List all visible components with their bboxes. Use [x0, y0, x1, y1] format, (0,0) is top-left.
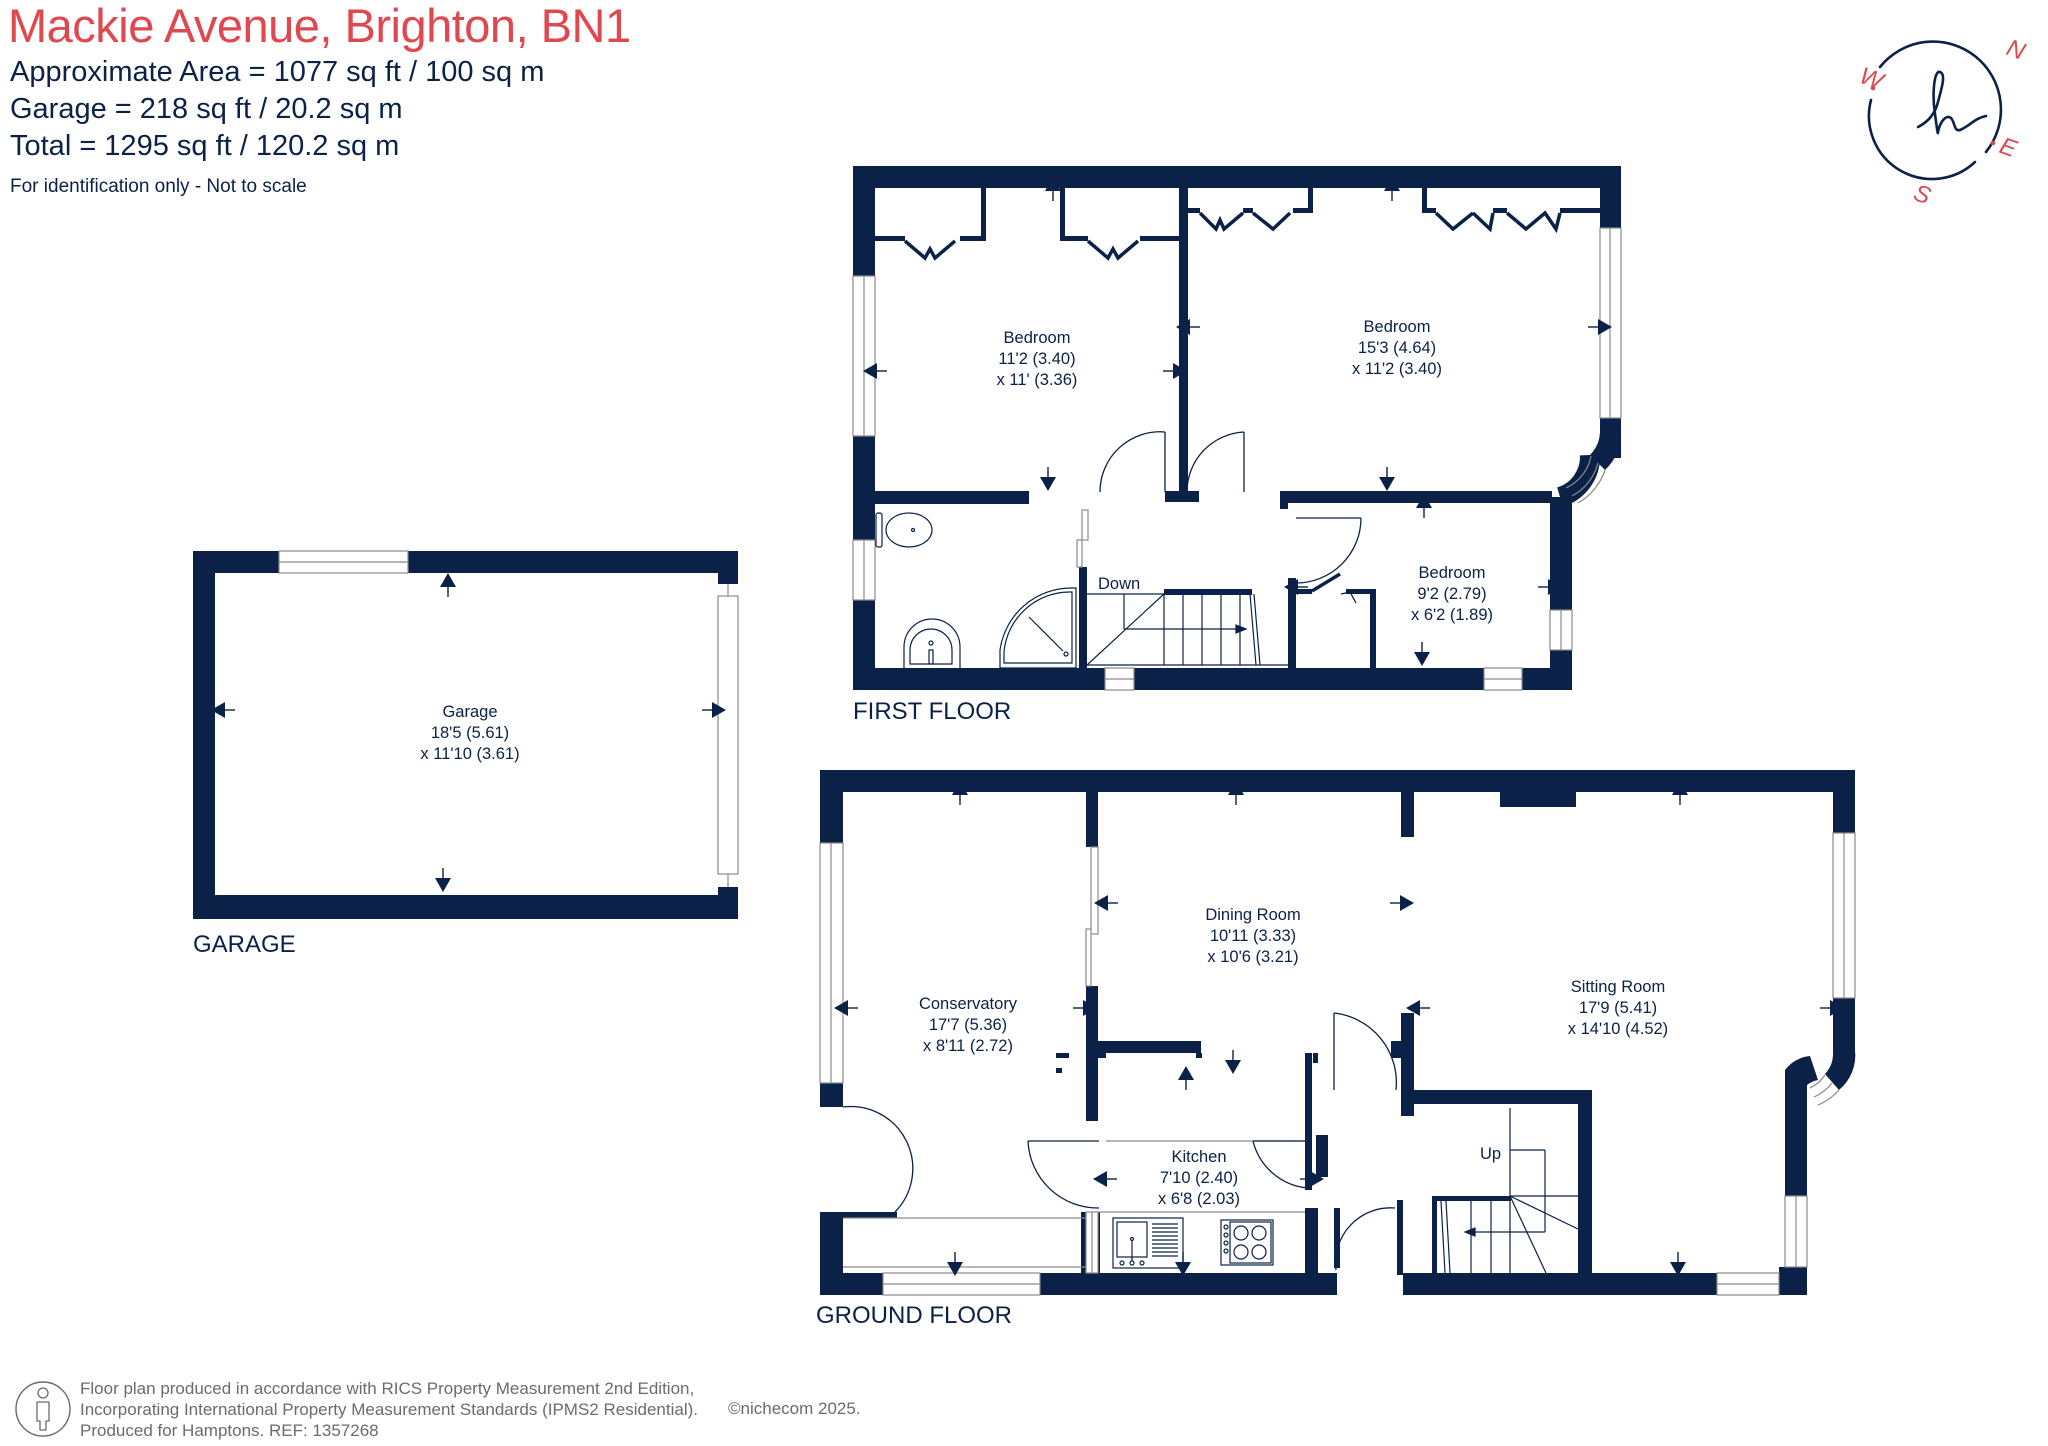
bedroom-2-name: Bedroom: [1364, 318, 1431, 336]
footer-line-2: Incorporating International Property Mea…: [80, 1400, 698, 1419]
kitchen-fixtures: [1112, 1217, 1274, 1269]
kitchen-name: Kitchen: [1171, 1148, 1226, 1166]
ground-floor-bay-window: [1785, 1038, 1856, 1106]
bedroom-2-dim2: x 11'2 (3.40): [1352, 360, 1442, 378]
dining-room-name: Dining Room: [1205, 906, 1300, 924]
bedroom-2-dim1: 15'3 (4.64): [1358, 339, 1436, 357]
dining-room-dim1: 10'11 (3.33): [1210, 927, 1296, 945]
first-floor-label: FIRST FLOOR: [853, 698, 1011, 725]
footer-copyright: ©nichecom 2025.: [728, 1399, 861, 1418]
sitting-room-name: Sitting Room: [1571, 978, 1665, 996]
bedroom-3-dim2: x 6'2 (1.89): [1411, 606, 1493, 624]
first-floor-plan: Down Bedroom 11'2 (3.40) x 11' (3.36) Be…: [852, 166, 1622, 725]
dining-room-dim2: x 10'6 (3.21): [1207, 948, 1298, 966]
approximate-area: Approximate Area = 1077 sq ft / 100 sq m: [10, 56, 545, 88]
bedroom-1-name: Bedroom: [1004, 329, 1071, 347]
sitting-room-dim1: 17'9 (5.41): [1579, 999, 1657, 1017]
ground-floor-plan: Up Conservatory 17'7 (5.36) x 8'11 (2.72…: [816, 770, 1856, 1329]
compass-ring-lower: [1867, 98, 1977, 181]
bedroom-3-name: Bedroom: [1419, 564, 1486, 582]
footer-line-1: Floor plan produced in accordance with R…: [80, 1379, 695, 1398]
bedroom-3-dim1: 9'2 (2.79): [1417, 585, 1486, 603]
ground-floor-stair-label: Up: [1480, 1145, 1501, 1163]
compass-logo-icon: N W E S: [1858, 34, 2029, 204]
person-info-icon: [15, 1381, 71, 1437]
kitchen-dim1: 7'10 (2.40): [1160, 1169, 1238, 1187]
compass-ring-upper: [1878, 40, 2003, 154]
first-floor-stairs: [1086, 593, 1288, 666]
footer-line-3: Produced for Hamptons. REF: 1357268: [80, 1421, 379, 1440]
bedroom-1-dim1: 11'2 (3.40): [998, 350, 1075, 368]
garage-floor-label: GARAGE: [193, 931, 296, 958]
ground-floor-label: GROUND FLOOR: [816, 1302, 1012, 1329]
hamptons-h-logo-icon: [1916, 70, 1988, 135]
bedroom-1-dim2: x 11' (3.36): [997, 371, 1078, 389]
ground-floor-stairs: [1440, 1108, 1581, 1275]
garage-door: [717, 584, 739, 887]
first-floor-windows: [852, 227, 1622, 691]
conservatory-dim1: 17'7 (5.36): [929, 1016, 1007, 1034]
first-floor-bay-window: [1556, 418, 1622, 507]
garage-area: Garage = 218 sq ft / 20.2 sq m: [10, 93, 403, 125]
scale-disclaimer: For identification only - Not to scale: [10, 176, 307, 197]
conservatory-name: Conservatory: [919, 995, 1018, 1013]
first-floor-stair-label: Down: [1098, 575, 1140, 593]
garage-room-dim1: 18'5 (5.61): [431, 724, 509, 742]
ground-floor-windows: [819, 832, 1856, 1296]
conservatory-dim2: x 8'11 (2.72): [923, 1037, 1013, 1055]
bathroom-fixtures: [875, 512, 1077, 669]
total-area: Total = 1295 sq ft / 120.2 sq m: [10, 130, 400, 162]
garage-room-name: Garage: [442, 703, 497, 721]
garage-window: [278, 550, 409, 574]
property-title: Mackie Avenue, Brighton, BN1: [8, 0, 631, 52]
garage-plan: Garage 18'5 (5.61) x 11'10 (3.61) GARAGE: [193, 550, 739, 958]
kitchen-dim2: x 6'8 (2.03): [1158, 1190, 1240, 1208]
garage-room-dim2: x 11'10 (3.61): [420, 745, 519, 763]
sitting-room-dim2: x 14'10 (4.52): [1568, 1020, 1668, 1038]
